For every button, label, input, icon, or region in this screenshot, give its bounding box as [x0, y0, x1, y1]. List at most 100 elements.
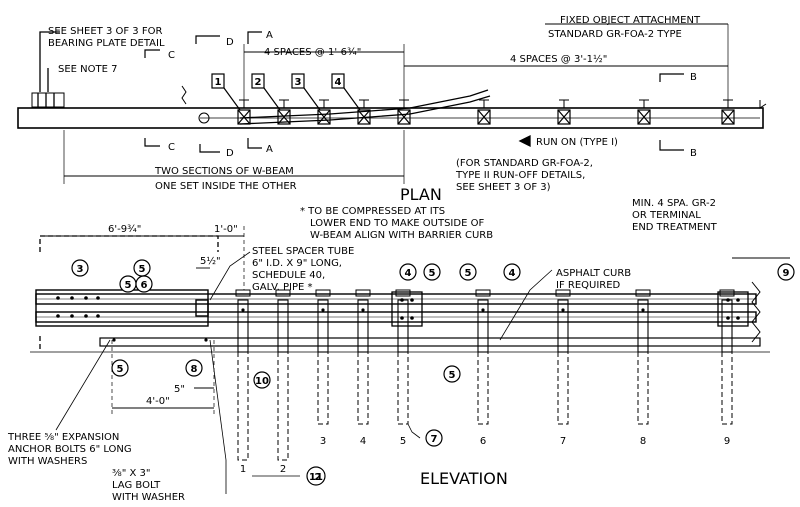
- dim-5in-label: 5": [174, 384, 185, 395]
- note-compress-2: LOWER END TO MAKE OUTSIDE OF: [310, 218, 484, 229]
- bolt-dots: [56, 296, 740, 342]
- note-spacer-4: GALV. PIPE *: [252, 282, 312, 293]
- note-w-beam-1: TWO SECTIONS OF W-BEAM: [154, 166, 294, 177]
- note-foa-2: TYPE II RUN-OFF DETAILS,: [455, 170, 585, 181]
- callout-7: 7: [431, 434, 438, 445]
- note-w-beam-2: ONE SET INSIDE THE OTHER: [155, 181, 297, 192]
- dim-1ft-label: 1'-0": [214, 224, 238, 235]
- bearing-plate: [31, 92, 65, 108]
- note-compress-3: W-BEAM ALIGN WITH BARRIER CURB: [310, 230, 493, 241]
- barrier-outline: [39, 235, 219, 252]
- note-see-note-7: SEE NOTE 7: [58, 64, 117, 75]
- note-lag-2: LAG BOLT: [112, 480, 161, 491]
- note-asphalt-2: IF REQUIRED: [556, 280, 621, 291]
- w-beam-overlap: [35, 289, 209, 327]
- section-mark-lines: [144, 31, 684, 153]
- plan-title: PLAN: [400, 185, 442, 204]
- elevation-break-line: [751, 281, 761, 343]
- note-lag-1: ⅜" X 3": [112, 468, 150, 479]
- plan-post-tag-1: 1: [215, 77, 222, 88]
- run-on-arrow-icon: [518, 134, 531, 148]
- callout-11: 11: [309, 472, 323, 483]
- dim-half-label: 5½": [200, 255, 221, 267]
- callout-5c: 5: [429, 268, 436, 279]
- steel-spacer-tube: [195, 299, 209, 317]
- note-foa-1: (FOR STANDARD GR-FOA-2,: [456, 158, 593, 169]
- callout-5d: 5: [465, 268, 472, 279]
- callout-9: 9: [783, 268, 790, 279]
- note-anchor-3: WITH WASHERS: [8, 456, 87, 467]
- section-mark-a-top: A: [266, 30, 273, 41]
- section-mark-c-bottom: C: [168, 142, 175, 153]
- callout-5b: 5: [125, 280, 132, 291]
- note-compress-1: * TO BE COMPRESSED AT ITS: [300, 206, 445, 217]
- plan-break-line: [759, 100, 767, 109]
- note-sheet-ref-2: BEARING PLATE DETAIL: [48, 38, 165, 49]
- callout-4b: 4: [509, 268, 516, 279]
- elevation-view: [30, 226, 790, 494]
- note-asphalt-1: ASPHALT CURB: [556, 268, 631, 279]
- note-spacer-2: 6" I.D. X 9" LONG,: [252, 258, 342, 269]
- elevation-posts: [237, 299, 733, 353]
- callout-3: 3: [77, 264, 84, 275]
- post-number-5: 5: [400, 436, 406, 447]
- dim-spaces-left-label: 4 SPACES @ 1'-6¾": [264, 47, 361, 58]
- dim-4ft-label: 4'-0": [146, 396, 170, 407]
- plan-post-tag-3: 3: [295, 77, 302, 88]
- callout-4a: 4: [405, 268, 412, 279]
- leader-spacer: [209, 251, 251, 301]
- dim-total-label: 6'-9¾": [108, 224, 141, 235]
- dim-spaces-right-label: 4 SPACES @ 3'-1½": [510, 53, 607, 65]
- post-blockouts: [235, 289, 735, 297]
- note-terminal-3: END TREATMENT: [632, 222, 718, 233]
- note-foa-3: SEE SHEET 3 OF 3): [456, 182, 551, 193]
- note-terminal-1: MIN. 4 SPA. GR-2: [632, 198, 716, 209]
- note-spacer-1: STEEL SPACER TUBE: [252, 246, 354, 257]
- callout-5a: 5: [139, 264, 146, 275]
- post-number-6: 6: [480, 436, 486, 447]
- plan-post-tag-4: 4: [335, 77, 342, 88]
- elevation-post-footings: [237, 352, 733, 461]
- plan-note-leader: [39, 31, 60, 92]
- section-mark-a-bottom: A: [266, 144, 273, 155]
- leader-lag: [209, 339, 227, 494]
- splice-plate-right: [717, 291, 749, 327]
- plan-flare: [239, 89, 489, 119]
- asphalt-curb: [99, 337, 761, 347]
- section-mark-d-top: D: [226, 37, 234, 48]
- plan-post-tag-2: 2: [255, 77, 262, 88]
- section-mark-b-bottom: B: [690, 148, 697, 159]
- note-lag-3: WITH WASHER: [112, 492, 185, 503]
- post-number-2: 2: [280, 464, 286, 475]
- section-mark-d-bottom: D: [226, 148, 234, 159]
- splice-plate-mid: [391, 291, 423, 327]
- note-anchor-2: ANCHOR BOLTS 6" LONG: [8, 444, 132, 455]
- section-mark-b-top: B: [690, 72, 697, 83]
- note-terminal-2: OR TERMINAL: [632, 210, 701, 221]
- post-number-9: 9: [724, 436, 730, 447]
- note-fixed-object-1: FIXED OBJECT ATTACHMENT: [560, 15, 701, 26]
- plan-post-tags: [211, 73, 361, 111]
- post-number-8: 8: [640, 436, 646, 447]
- note-spacer-3: SCHEDULE 40,: [252, 270, 325, 281]
- note-sheet-ref-1: SEE SHEET 3 OF 3 FOR: [48, 26, 162, 37]
- post-number-3: 3: [320, 436, 326, 447]
- callout-6: 6: [141, 280, 148, 291]
- callout-2: 2: [315, 472, 322, 483]
- callout-10: 10: [255, 376, 269, 387]
- elevation-title: ELEVATION: [420, 469, 508, 488]
- post-number-7: 7: [560, 436, 566, 447]
- post-number-4: 4: [360, 436, 366, 447]
- leader-anchor: [55, 339, 111, 431]
- plan-view: [17, 23, 767, 184]
- leader-callout-2: [407, 423, 421, 439]
- plan-rail: [17, 107, 764, 129]
- note-anchor-1: THREE ⅝" EXPANSION: [7, 432, 119, 443]
- plan-bolt-circle: [198, 112, 210, 124]
- callout-8: 8: [191, 364, 198, 375]
- post-number-1: 1: [240, 464, 246, 475]
- leader-asphalt: [499, 269, 553, 341]
- callout-5f: 5: [449, 370, 456, 381]
- plan-posts: [237, 109, 735, 125]
